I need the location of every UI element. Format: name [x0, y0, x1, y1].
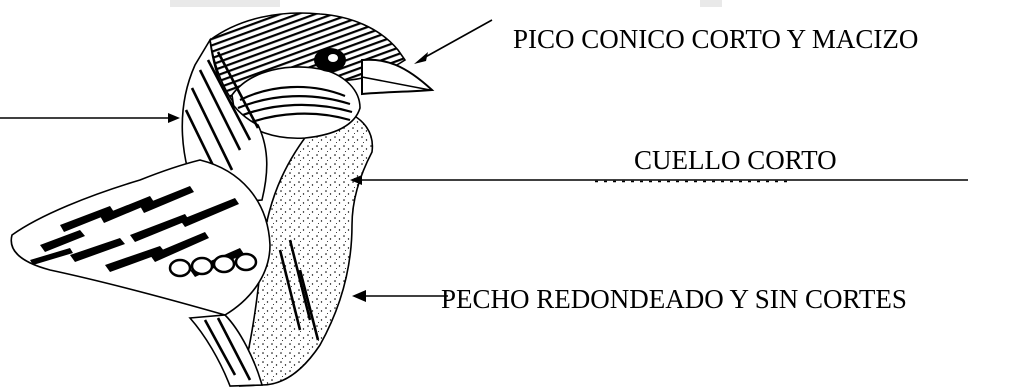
label-chest: PECHO REDONDEADO Y SIN CORTES — [441, 286, 907, 313]
nape-pointer — [0, 113, 180, 123]
neck-pointer — [350, 175, 968, 185]
label-neck: CUELLO CORTO — [634, 147, 837, 174]
label-beak: PICO CONICO CORTO Y MACIZO — [513, 26, 918, 53]
beak-pointer — [414, 20, 492, 64]
eye — [314, 48, 346, 72]
chest-pointer — [352, 290, 448, 302]
